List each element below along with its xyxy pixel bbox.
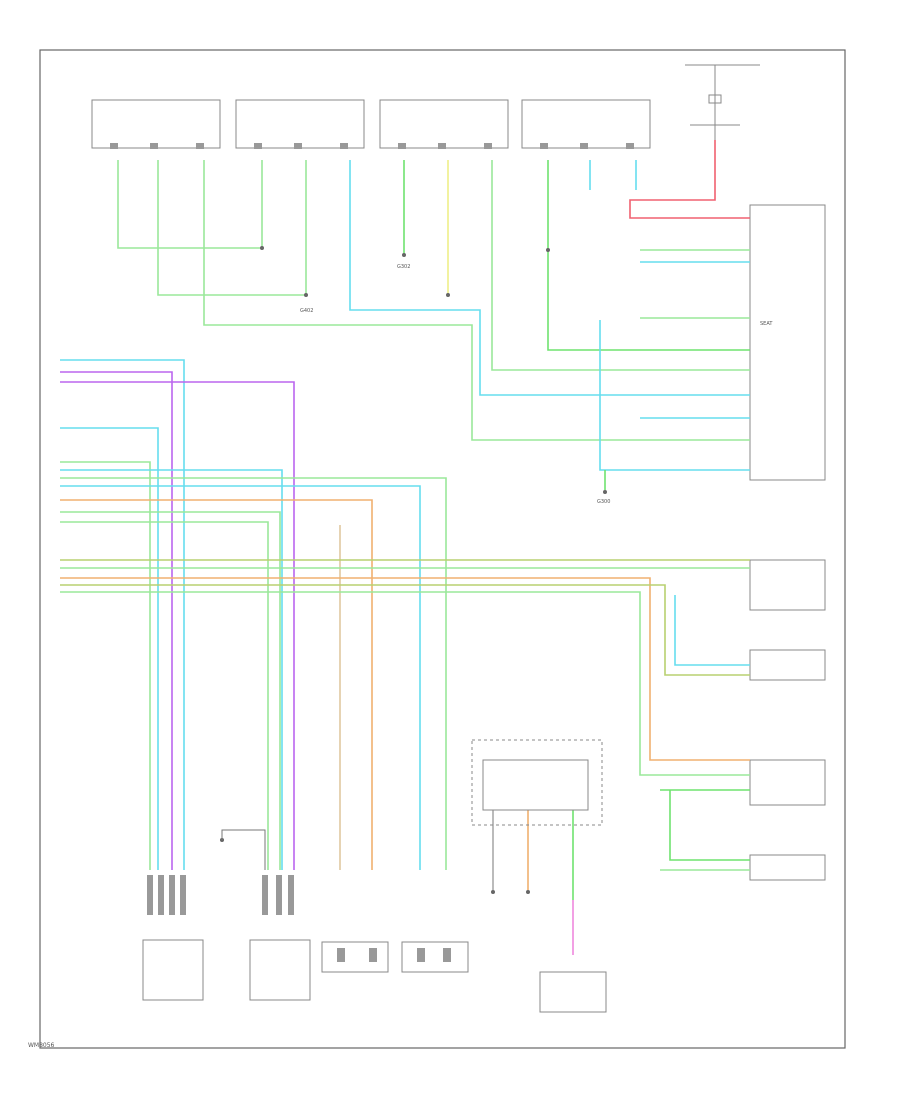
top-sensor-groups — [91, 99, 651, 149]
fuse-panel — [685, 64, 760, 140]
seat-module-label: SEAT — [760, 321, 773, 327]
diagram-frame — [39, 49, 846, 1049]
wires — [60, 140, 750, 955]
right-modules — [749, 204, 826, 881]
ground-label-left: G402 — [300, 308, 313, 314]
bottom-connectors — [142, 739, 607, 1013]
ground-label-right: G300 — [597, 499, 610, 505]
ground-label-center: G302 — [397, 264, 410, 270]
figure-number: WM8056 — [28, 1042, 55, 1049]
splices — [220, 246, 607, 894]
